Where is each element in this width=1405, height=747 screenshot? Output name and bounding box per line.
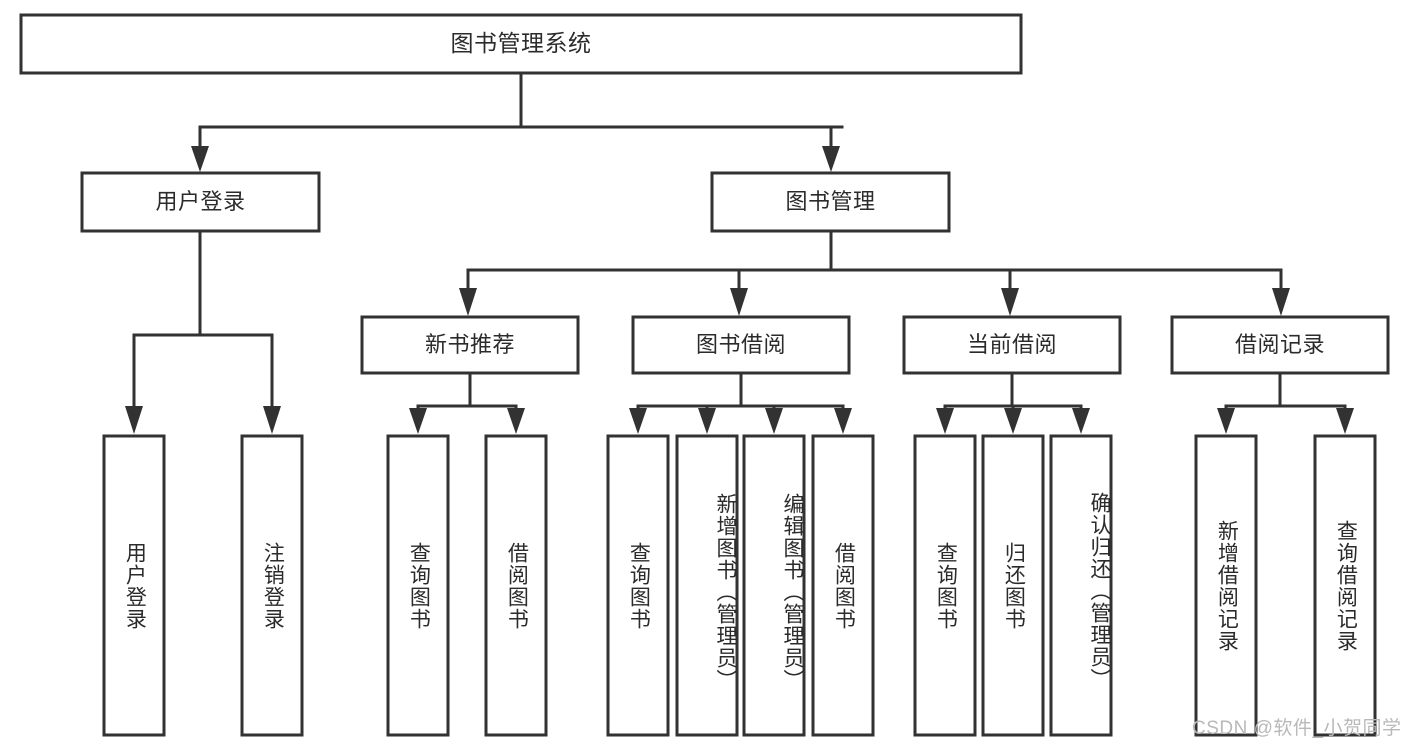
edge-current-borrow-to-leaves <box>936 371 1090 434</box>
node-box-book-borrow[interactable] <box>631 315 851 375</box>
leaf-box-user-login-0[interactable] <box>102 434 166 737</box>
leaf-box-current-borrow-1[interactable] <box>981 434 1045 737</box>
leaf-box-user-login-1[interactable] <box>240 434 304 737</box>
leaf-box-current-borrow-0[interactable] <box>913 434 977 737</box>
leaf-box-new-book-rec-0[interactable] <box>386 434 450 737</box>
edge-borrow-record-to-leaves <box>1217 371 1354 434</box>
node-box-borrow-record[interactable] <box>1170 315 1390 375</box>
node-box-book-manage[interactable] <box>710 171 951 233</box>
leaf-box-new-book-rec-1[interactable] <box>484 434 548 737</box>
node-box-current-borrow[interactable] <box>902 315 1122 375</box>
node-box-user-login[interactable] <box>80 171 321 233</box>
leaf-box-borrow-record-0[interactable] <box>1194 434 1258 737</box>
edge-book-manage-to-level2 <box>459 229 1290 316</box>
edge-root-to-level1 <box>191 71 844 172</box>
node-box-root[interactable] <box>19 13 1023 75</box>
leaf-box-book-borrow-2[interactable] <box>742 434 806 737</box>
leaf-box-borrow-record-1[interactable] <box>1313 434 1377 737</box>
edge-user-login-to-leaves <box>125 229 281 434</box>
edge-new-book-rec-to-leaves <box>409 371 525 434</box>
leaf-box-current-borrow-2[interactable] <box>1049 434 1113 737</box>
leaf-box-book-borrow-0[interactable] <box>606 434 670 737</box>
watermark-text: CSDN @软件_小贺同学 <box>1192 718 1402 739</box>
edge-book-borrow-to-leaves <box>629 371 852 434</box>
leaf-box-book-borrow-1[interactable] <box>675 434 739 737</box>
leaf-box-book-borrow-3[interactable] <box>811 434 875 737</box>
node-box-new-book-rec[interactable] <box>360 315 580 375</box>
